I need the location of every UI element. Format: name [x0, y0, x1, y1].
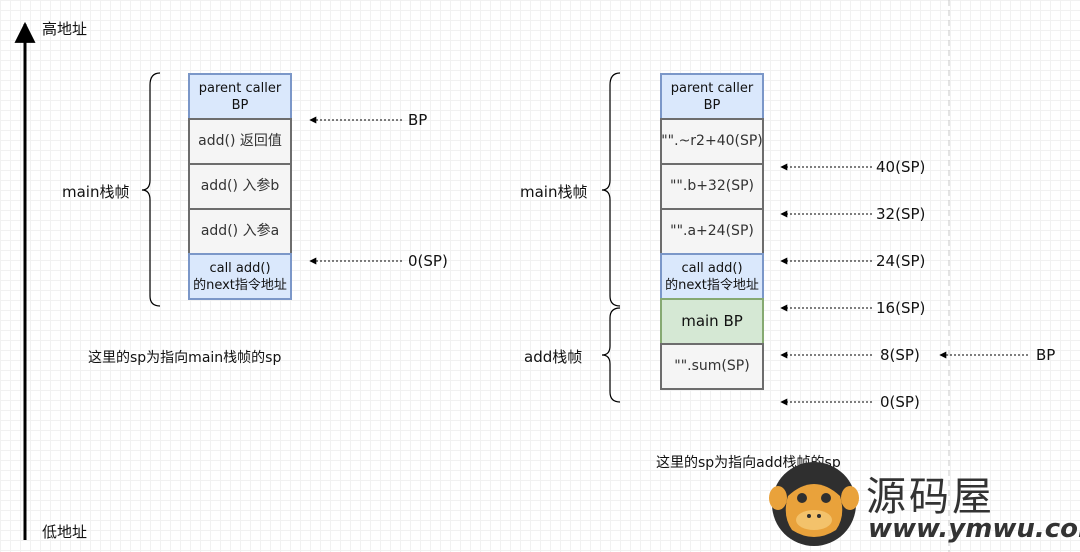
stack-cell-parent-bp: parent caller BP [660, 73, 764, 120]
stack-cell-a: "".a+24(SP) [660, 208, 764, 255]
monkey-logo-icon [769, 462, 859, 546]
offset-label-16: 16(SP) [876, 299, 926, 317]
left-main-brace [141, 72, 161, 307]
left-bp-label: BP [408, 111, 428, 129]
high-address-label: 高地址 [42, 20, 88, 38]
left-stack: parent caller BP add() 返回值 add() 入参b add… [188, 73, 292, 300]
offset-label-40: 40(SP) [876, 158, 926, 176]
right-main-frame-label: main栈帧 [520, 183, 588, 201]
offset-label-0: 0(SP) [880, 393, 920, 411]
stack-cell-sum: "".sum(SP) [660, 343, 764, 390]
stack-cell-arg-b: add() 入参b [188, 163, 292, 210]
stack-cell-main-bp: main BP [660, 298, 764, 345]
right-stack: parent caller BP "".~r2+40(SP) "".b+32(S… [660, 73, 764, 390]
stack-cell-b: "".b+32(SP) [660, 163, 764, 210]
stack-cell-parent-bp: parent caller BP [188, 73, 292, 120]
right-bp-label: BP [1036, 346, 1056, 364]
stack-cell-return-address: call add() 的next指令地址 [188, 253, 292, 300]
left-main-frame-label: main栈帧 [62, 183, 130, 201]
right-main-brace [601, 72, 621, 307]
offset-label-24: 24(SP) [876, 252, 926, 270]
stack-cell-return-address: call add() 的next指令地址 [660, 253, 764, 300]
stack-cell-return-value: add() 返回值 [188, 118, 292, 165]
stack-cell-r2: "".~r2+40(SP) [660, 118, 764, 165]
left-sp-note: 这里的sp为指向main栈帧的sp [88, 350, 282, 366]
watermark-url: www.ymwu.com [868, 514, 1080, 544]
left-sp-label: 0(SP) [408, 252, 448, 270]
stack-cell-arg-a: add() 入参a [188, 208, 292, 255]
right-add-brace [601, 307, 621, 403]
low-address-label: 低地址 [42, 523, 88, 541]
right-add-frame-label: add栈帧 [524, 348, 583, 366]
watermark: 源码屋 www.ymwu.com [768, 458, 1080, 548]
offset-label-8: 8(SP) [880, 346, 920, 364]
offset-label-32: 32(SP) [876, 205, 926, 223]
watermark-cn: 源码屋 [866, 474, 995, 520]
